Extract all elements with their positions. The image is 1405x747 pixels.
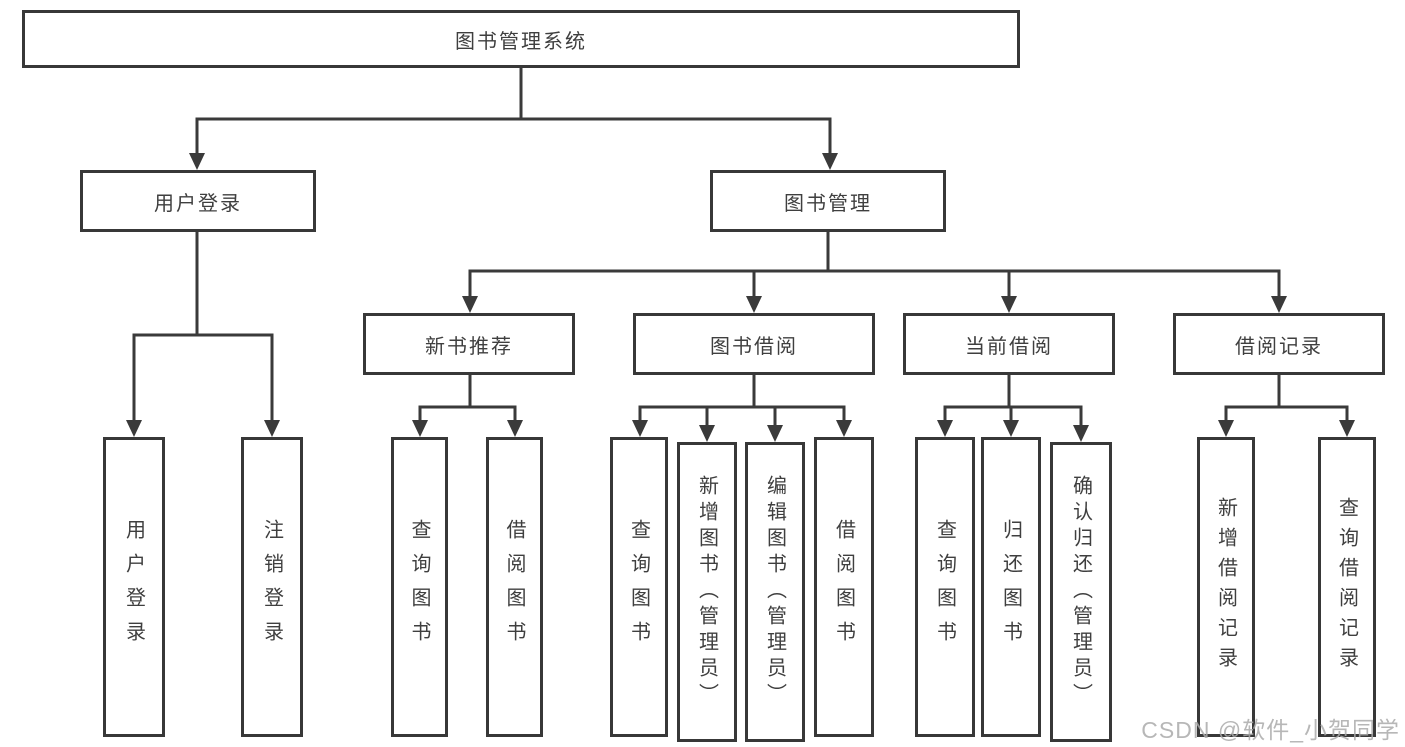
leaf-borrow-edit-books-admin: 编辑图书（管理员）	[745, 442, 805, 742]
node-user-login: 用户登录	[80, 170, 316, 232]
leaf-records-add-record: 新增借阅记录	[1197, 437, 1255, 737]
node-book-borrow: 图书借阅	[633, 313, 875, 375]
leaf-current-query-books: 查询图书	[915, 437, 975, 737]
node-root-library-system: 图书管理系统	[22, 10, 1020, 68]
leaf-current-return-books: 归还图书	[981, 437, 1041, 737]
csdn-watermark: CSDN @软件_小贺同学	[1141, 717, 1400, 743]
leaf-user-login: 用户登录	[103, 437, 165, 737]
leaf-records-query-record: 查询借阅记录	[1318, 437, 1376, 737]
leaf-borrow-query-books: 查询图书	[610, 437, 668, 737]
leaf-newbook-query-books: 查询图书	[391, 437, 448, 737]
node-current-borrow: 当前借阅	[903, 313, 1115, 375]
node-borrow-records: 借阅记录	[1173, 313, 1385, 375]
leaf-newbook-borrow-books: 借阅图书	[486, 437, 543, 737]
node-book-management: 图书管理	[710, 170, 946, 232]
leaf-borrow-borrow-books: 借阅图书	[814, 437, 874, 737]
leaf-current-confirm-return-admin: 确认归还（管理员）	[1050, 442, 1112, 742]
node-new-book-recommend: 新书推荐	[363, 313, 575, 375]
leaf-borrow-add-books-admin: 新增图书（管理员）	[677, 442, 737, 742]
leaf-logout: 注销登录	[241, 437, 303, 737]
